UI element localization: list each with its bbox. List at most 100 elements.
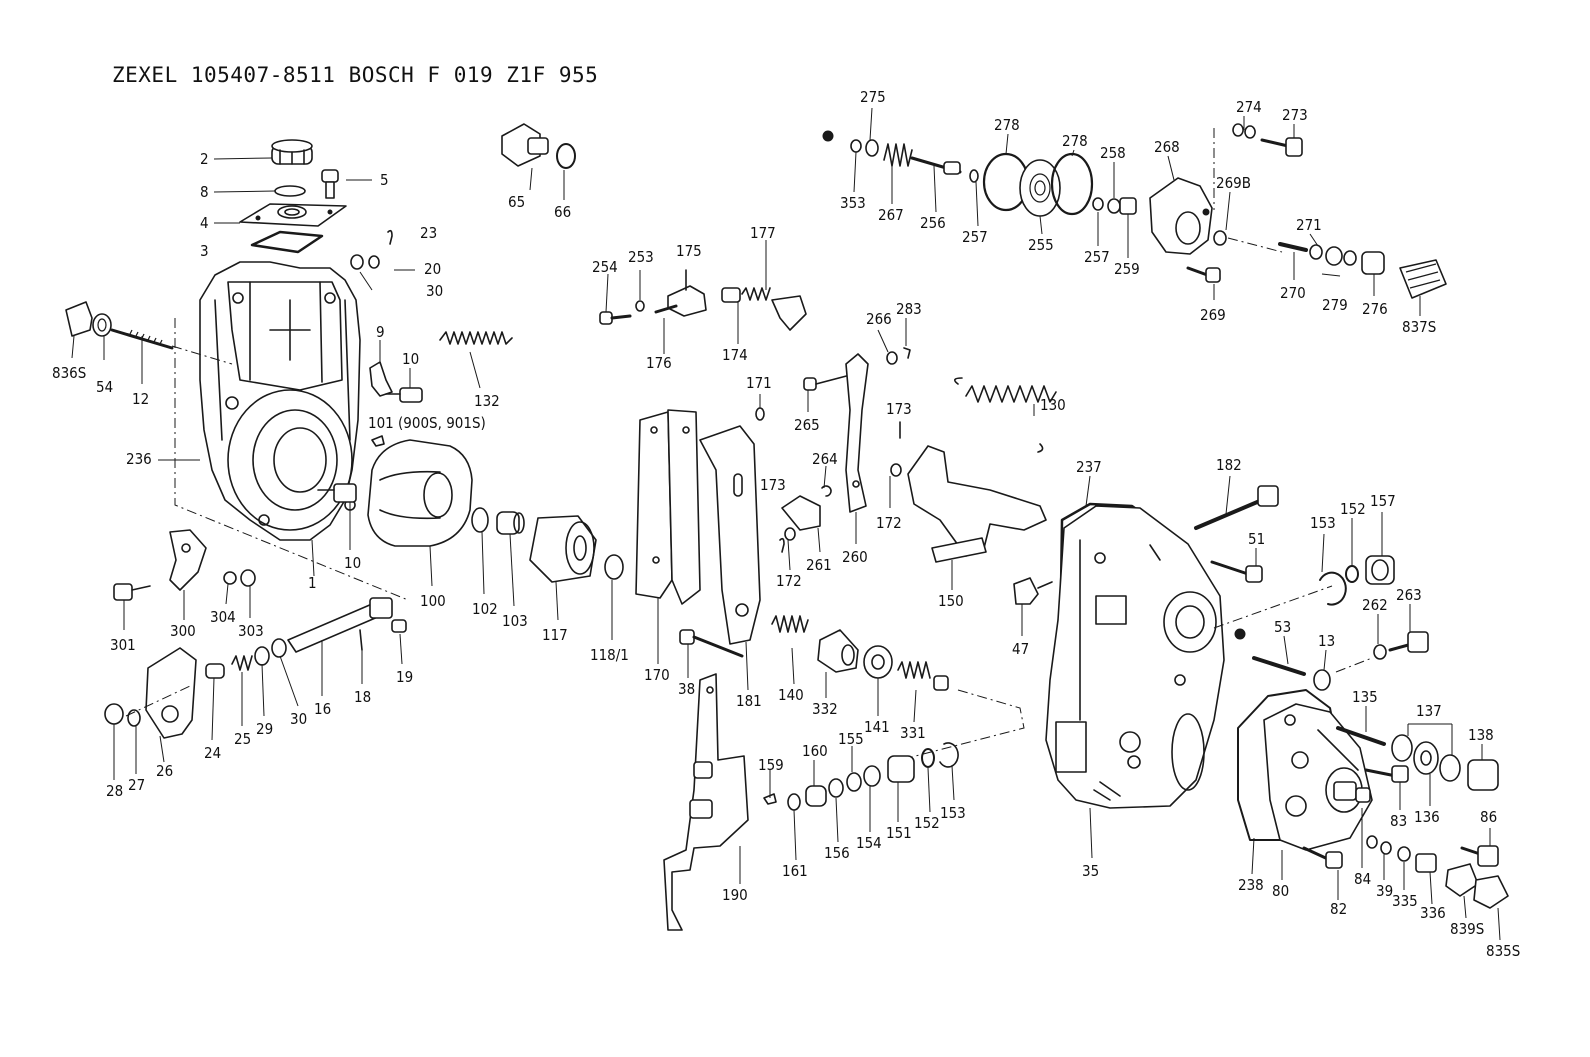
part-28-nut[interactable]	[104, 703, 124, 725]
part-80-cover[interactable]	[1263, 703, 1373, 851]
part-30-washer[interactable]	[350, 254, 364, 270]
part-130-spring[interactable]	[954, 377, 1057, 453]
part-23-pin[interactable]	[387, 229, 393, 245]
part-175-bracket[interactable]	[667, 269, 707, 317]
part-141-nut[interactable]	[863, 645, 893, 679]
part-266-washer[interactable]	[886, 351, 898, 365]
part-100-cam[interactable]	[367, 439, 473, 547]
part-172-washer-a[interactable]	[784, 527, 796, 541]
part-84-washer[interactable]	[1366, 835, 1378, 849]
part-9-bracket[interactable]	[369, 361, 393, 397]
part-264-clip[interactable]	[821, 485, 832, 497]
part-336-screw[interactable]	[1415, 853, 1437, 873]
part-190-control-lever[interactable]	[663, 673, 749, 931]
part-273-bolt[interactable]	[1260, 137, 1303, 157]
part-268-cover[interactable]	[1149, 177, 1213, 255]
part-253-washer[interactable]	[635, 300, 645, 312]
part-269-bolt[interactable]	[1186, 266, 1221, 283]
part-171-clip[interactable]	[755, 407, 765, 421]
part-332-bushing[interactable]	[817, 629, 859, 673]
part-331-adjuster[interactable]	[897, 661, 949, 691]
part-132-spring[interactable]	[439, 331, 513, 345]
part-83-screw[interactable]	[1364, 765, 1409, 783]
part-301-bolt[interactable]	[113, 583, 151, 601]
part-259-nut[interactable]	[1119, 197, 1137, 215]
part-117-roller[interactable]	[529, 515, 597, 583]
part-82-bolt[interactable]	[1302, 846, 1343, 869]
part-157-bushing[interactable]	[1365, 555, 1395, 585]
part-276-cap[interactable]	[1361, 251, 1385, 275]
part-257-washer-b[interactable]	[1092, 197, 1104, 211]
part-ball[interactable]	[822, 130, 834, 142]
part-30-washer-b[interactable]	[271, 638, 287, 658]
part-16-shaft[interactable]	[287, 597, 393, 653]
part-304-washer[interactable]	[223, 571, 237, 585]
part-19-screw[interactable]	[391, 619, 407, 633]
part-38-screw[interactable]	[679, 629, 744, 658]
part-151-bushing[interactable]	[887, 755, 915, 783]
part-20-washer[interactable]	[368, 255, 380, 269]
part-257-washer-a[interactable]	[969, 169, 979, 183]
part-260-lever[interactable]	[845, 353, 869, 513]
part-153-circlip-b[interactable]	[1319, 571, 1347, 606]
part-dot[interactable]	[1234, 628, 1246, 640]
part-8-o-ring[interactable]	[274, 185, 306, 197]
part-35-housing[interactable]	[1045, 505, 1225, 809]
part-174-spring-assembly[interactable]	[721, 287, 807, 331]
part-136-plug[interactable]	[1333, 781, 1371, 803]
part-836S-cap[interactable]	[65, 301, 93, 337]
part-267-spring[interactable]	[883, 143, 913, 167]
part-176-pin[interactable]	[654, 304, 678, 314]
part-27-washer[interactable]	[127, 709, 141, 727]
part-65-fitting[interactable]	[501, 123, 549, 167]
part-275-washer[interactable]	[865, 139, 879, 157]
part-150-lever[interactable]	[907, 445, 1047, 563]
part-161-washer[interactable]	[787, 793, 801, 811]
part-155-washer[interactable]	[846, 772, 862, 792]
part-135-stud[interactable]	[1336, 726, 1386, 746]
part-255-diaphragm[interactable]	[1019, 159, 1061, 217]
part-101-key[interactable]	[371, 435, 385, 447]
part-839S-cap[interactable]	[1445, 863, 1479, 897]
part-335-washer[interactable]	[1397, 846, 1411, 862]
part-51-bolt[interactable]	[1210, 560, 1263, 583]
part-353-washer[interactable]	[850, 139, 862, 153]
part-173-pin-a[interactable]	[779, 537, 785, 553]
part-10-screw-a[interactable]	[385, 387, 423, 403]
part-29-washer[interactable]	[254, 646, 270, 666]
part-279-washer[interactable]	[1343, 250, 1357, 266]
part-160-bushing[interactable]	[805, 785, 827, 807]
part-182-bolt[interactable]	[1194, 485, 1279, 530]
part-152-o-ring[interactable]	[921, 748, 935, 768]
part-258-washer[interactable]	[1107, 198, 1121, 214]
part-159-key[interactable]	[763, 793, 777, 805]
part-303-nut[interactable]	[240, 569, 256, 587]
part-103-bushing[interactable]	[496, 511, 525, 535]
part-170-lever[interactable]	[635, 409, 701, 605]
part-140-spring[interactable]	[771, 615, 809, 633]
part-271-washer[interactable]	[1309, 244, 1323, 260]
part-263-bolt[interactable]	[1388, 631, 1429, 653]
part-102-washer[interactable]	[471, 507, 489, 533]
part-13-nut[interactable]	[1313, 669, 1331, 691]
part-274-washers[interactable]	[1232, 123, 1256, 139]
part-118-1-washer[interactable]	[604, 554, 624, 580]
part-10-screw-b[interactable]	[317, 483, 357, 503]
part-236-housing[interactable]	[199, 261, 361, 541]
part-837S-cap[interactable]	[1399, 259, 1447, 299]
part-5-screw[interactable]	[321, 169, 339, 199]
part-270-stud[interactable]	[1278, 242, 1308, 252]
part-269B-washer[interactable]	[1213, 230, 1227, 246]
part-54-nut[interactable]	[92, 313, 112, 337]
part-2-cap[interactable]	[271, 139, 313, 165]
part-172-washer-b[interactable]	[890, 463, 902, 477]
part-3-gasket[interactable]	[250, 230, 324, 254]
part-86-bolt[interactable]	[1460, 845, 1499, 867]
part-254-bolt[interactable]	[599, 311, 632, 325]
part-137-adjuster[interactable]	[1391, 734, 1461, 782]
part-154-washer[interactable]	[863, 765, 881, 787]
part-152-o-ring-b[interactable]	[1345, 565, 1359, 583]
part-153-circlip[interactable]	[939, 742, 959, 768]
part-181-lever[interactable]	[699, 425, 761, 645]
part-4-plate[interactable]	[239, 203, 347, 227]
